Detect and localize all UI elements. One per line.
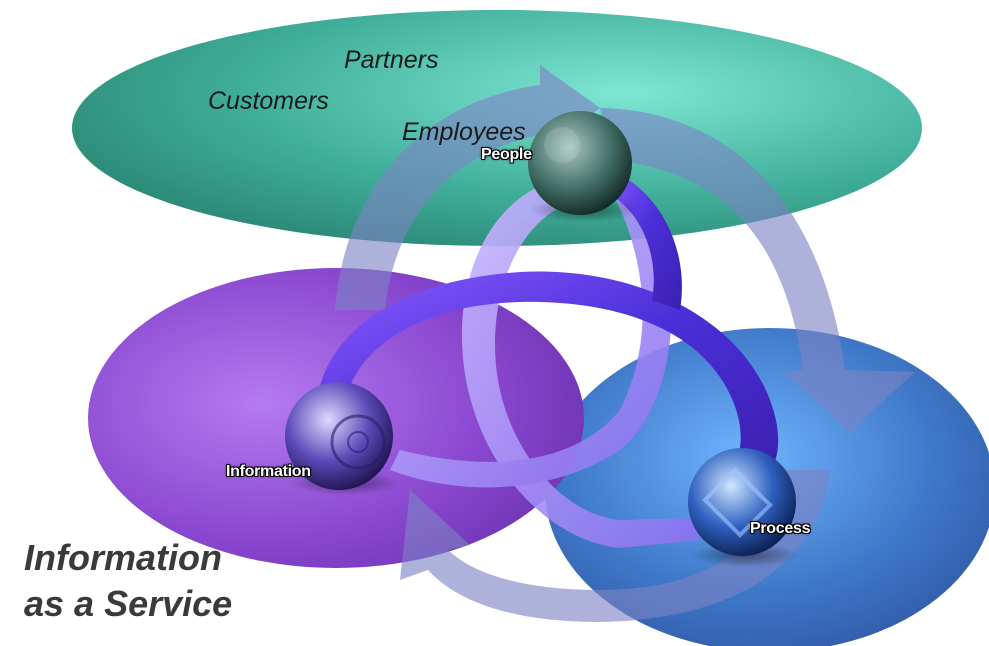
title-line-1: Information [24, 537, 222, 578]
people-sphere-label: People [481, 146, 532, 163]
employees-label: Employees [402, 118, 526, 146]
people-sphere [528, 111, 632, 215]
information-sphere [285, 382, 393, 490]
diagram-title: Information as a Service [24, 535, 232, 627]
process-sphere [688, 448, 796, 556]
title-line-2: as a Service [24, 583, 233, 624]
cycle-arrow [335, 65, 915, 622]
process-sphere-label: Process [750, 520, 811, 537]
customers-label: Customers [208, 87, 329, 115]
information-sphere-label: Information [226, 463, 311, 480]
dark-ribbon [318, 170, 779, 480]
partners-label: Partners [344, 46, 439, 74]
